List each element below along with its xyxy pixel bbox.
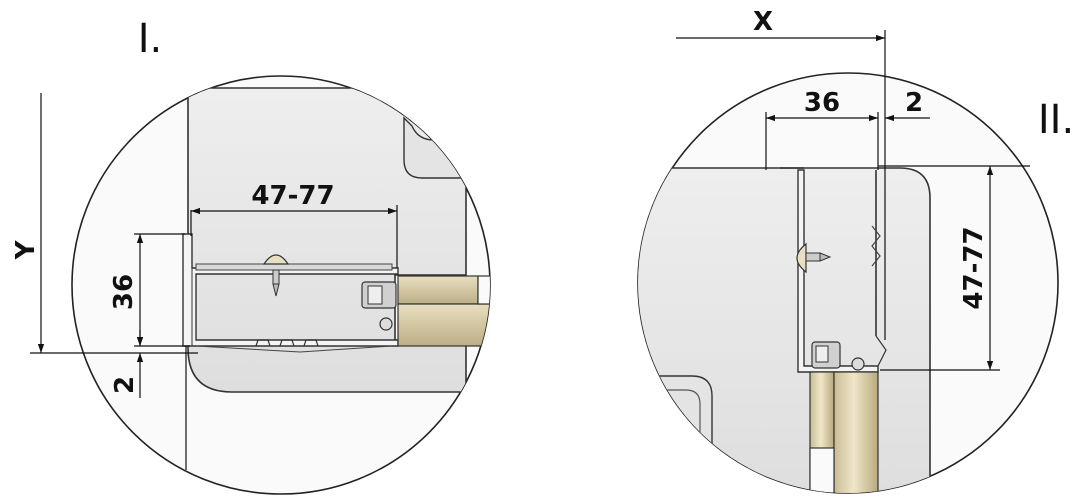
panel-recess-2 — [638, 375, 713, 493]
dimension-lines-1 — [30, 93, 398, 470]
dimension-lines-2 — [676, 30, 1030, 371]
detail-1-width-dim: 47-77 — [251, 181, 334, 211]
gasket-1 — [255, 339, 319, 347]
clip-1 — [361, 281, 397, 331]
wood-upper — [397, 275, 479, 305]
wood-right — [833, 371, 879, 493]
detail-2-x-dim: X — [753, 7, 773, 37]
sheet-lip — [195, 345, 393, 353]
detail-1: I. 47-77 36 2 Y — [11, 16, 491, 495]
detail-1-section — [182, 87, 490, 393]
detail-2-2-dim: 2 — [905, 88, 923, 118]
detail-2-36-dim: 36 — [804, 88, 840, 118]
detail-1-label: I. — [138, 16, 163, 62]
detail-1-y-dim: Y — [11, 239, 41, 260]
wood-lower — [397, 303, 490, 347]
frame-rail — [195, 263, 393, 271]
screw-2 — [796, 242, 832, 274]
wood-edge-2 — [809, 447, 835, 493]
wood-edge — [477, 275, 490, 305]
screw-1 — [262, 254, 290, 297]
detail-2-label: II. — [1038, 97, 1074, 143]
detail-1-height-dim: 36 — [109, 274, 139, 310]
detail-2-height-dim: 47-77 — [959, 226, 989, 309]
detail-1-gap-dim: 2 — [110, 376, 140, 394]
detail-2: X 36 2 II. 47-77 — [637, 7, 1074, 494]
frame-profile — [182, 233, 399, 347]
clip-2 — [811, 341, 865, 371]
